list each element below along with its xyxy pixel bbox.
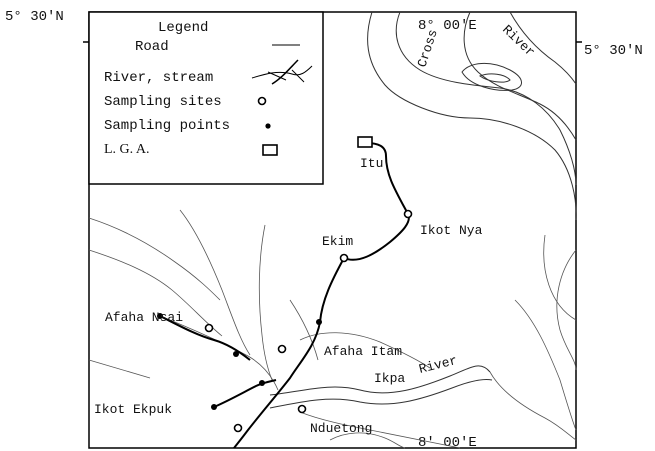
lat-label-left: 5° 30′N (5, 9, 64, 25)
place-afaha-itam: Afaha Itam (324, 344, 402, 359)
legend-lga-label: L. G. A. (104, 142, 150, 157)
lga-marker-itu (357, 136, 373, 148)
legend-sites-label: Sampling sites (104, 94, 222, 110)
streams-west (88, 209, 431, 391)
sampling-site-ikot-nya (403, 209, 413, 219)
ikpa-river (269, 365, 577, 449)
legend-points-label: Sampling points (104, 118, 230, 134)
cross-river (367, 11, 577, 431)
sampling-site-ekim (339, 253, 349, 263)
legend-title: Legend (158, 20, 208, 36)
lat-label-right: 5° 30′N (584, 43, 643, 59)
label-cross-river: River (499, 22, 537, 60)
label-ikpa: Ikpa (374, 371, 405, 386)
place-itu: Itu (360, 156, 383, 171)
lon-label-bottom: 8′ 00′E (418, 435, 477, 451)
legend-lga-symbol (262, 144, 278, 156)
sampling-site-nduetong (297, 404, 307, 414)
legend-road-label: Road (135, 39, 169, 55)
sampling-point-5 (211, 404, 217, 410)
place-ikot-nya: Ikot Nya (420, 223, 483, 238)
sampling-site-afaha-nsai (204, 323, 214, 333)
legend-river-symbol (251, 59, 313, 85)
legend: Legend Road River, stream Sampling sites… (88, 11, 324, 185)
map-frame (88, 11, 577, 449)
sampling-point-4 (259, 380, 265, 386)
legend-sites-symbol (257, 96, 267, 106)
road (159, 142, 410, 449)
place-nduetong: Nduetong (310, 421, 372, 436)
sampling-site-afaha-itam (277, 344, 287, 354)
sampling-point-1 (157, 313, 163, 319)
place-ekim: Ekim (322, 234, 353, 249)
place-ikot-ekpuk: Ikot Ekpuk (94, 402, 172, 417)
sampling-site-south (233, 423, 243, 433)
label-ikpa-river: River (417, 353, 458, 377)
sampling-point-3 (316, 319, 322, 325)
legend-river-label: River, stream (104, 70, 213, 86)
legend-points-symbol (265, 123, 271, 129)
sampling-point-2 (233, 351, 239, 357)
legend-box (88, 11, 324, 185)
lon-label-top: 8° 00′E (418, 18, 477, 34)
place-afaha-nsai: Afaha Nsai (105, 310, 183, 325)
